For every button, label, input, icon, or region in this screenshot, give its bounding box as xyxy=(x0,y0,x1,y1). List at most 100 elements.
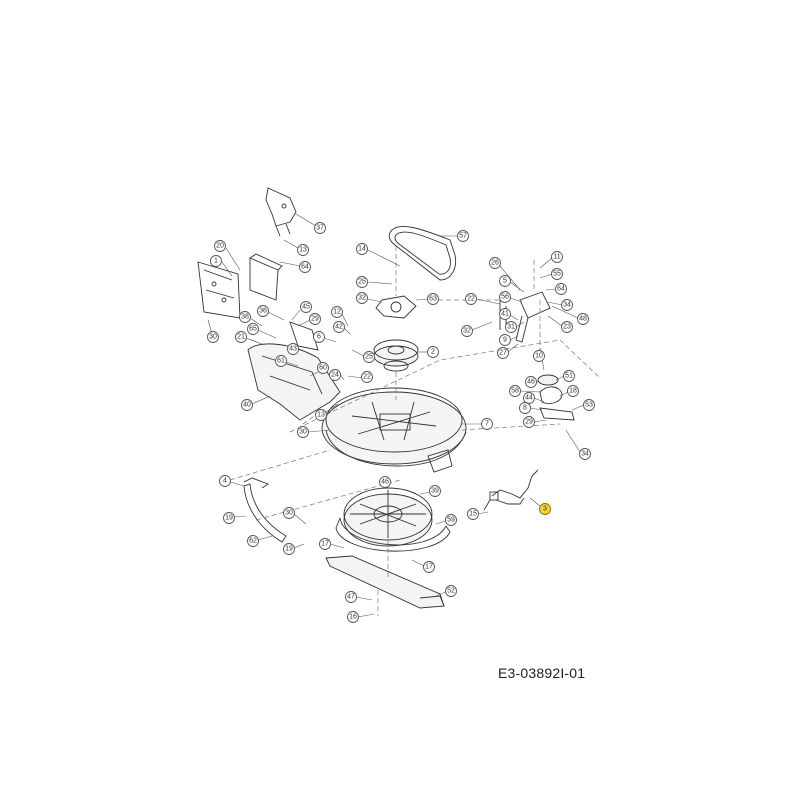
side-skid xyxy=(243,477,287,543)
callout-label-23: 23 xyxy=(563,324,571,331)
callout-label-32-right: 32 xyxy=(463,328,471,335)
callout-22-right: 22 xyxy=(465,293,501,305)
callout-label-14: 14 xyxy=(358,246,366,253)
callout-label-32-upper: 32 xyxy=(358,295,366,302)
callout-56: 56 xyxy=(499,291,523,303)
callout-label-38: 38 xyxy=(241,314,249,321)
callout-label-3: 3 xyxy=(543,506,547,513)
callout-label-39: 39 xyxy=(431,488,439,495)
callout-19-left: 19 xyxy=(223,512,247,524)
callout-26: 26 xyxy=(489,257,521,291)
callout-30-lower: 30 xyxy=(283,507,307,525)
drive-belt xyxy=(388,225,457,281)
callout-label-7: 7 xyxy=(485,421,489,428)
callout-label-5: 5 xyxy=(503,278,507,285)
callout-label-29-upper: 29 xyxy=(311,316,319,323)
callout-label-26: 26 xyxy=(491,260,499,267)
callout-34-lower: 34 xyxy=(565,429,591,460)
callout-label-34-lower: 34 xyxy=(581,451,589,458)
callout-10: 10 xyxy=(533,347,545,371)
callout-label-12: 12 xyxy=(333,309,341,316)
callout-layer: 37 13 64 57 14 25 32 63 20 1 30 36 38 65… xyxy=(207,213,595,623)
callout-label-44: 44 xyxy=(525,395,533,402)
callout-53: 53 xyxy=(571,399,595,411)
discharge-deflector xyxy=(247,321,341,421)
callout-label-17-left: 17 xyxy=(321,541,329,548)
callout-18: 18 xyxy=(559,385,579,397)
callout-label-34-upper: 34 xyxy=(563,302,571,309)
callout-label-46-lower: 46 xyxy=(381,479,389,486)
callout-label-65: 65 xyxy=(249,326,257,333)
callout-19-lower: 19 xyxy=(283,543,305,555)
callout-label-4: 4 xyxy=(223,478,227,485)
callout-16: 16 xyxy=(347,611,375,623)
callout-51: 51 xyxy=(555,370,575,382)
callout-label-57: 57 xyxy=(459,233,467,240)
part-drawings xyxy=(197,187,601,616)
callout-label-59: 59 xyxy=(447,517,455,524)
blade-housing xyxy=(335,517,451,552)
callout-57: 57 xyxy=(440,230,469,242)
callout-label-27: 27 xyxy=(499,350,507,357)
callout-8: 8 xyxy=(519,402,543,414)
callout-6: 6 xyxy=(313,331,337,343)
callout-32-upper: 32 xyxy=(356,292,383,304)
callout-45: 45 xyxy=(291,301,312,321)
callout-label-21: 21 xyxy=(237,334,245,341)
callout-29-right: 29 xyxy=(523,416,547,428)
drawing-reference-code: E3-03892I-01 xyxy=(498,665,586,681)
callout-label-29-right: 29 xyxy=(525,419,533,426)
mower-deck xyxy=(321,387,467,473)
callout-label-20: 20 xyxy=(216,243,224,250)
callout-64-left: 64 xyxy=(279,261,311,273)
callout-34-upper: 34 xyxy=(547,299,573,311)
callout-label-41: 41 xyxy=(501,311,509,318)
callout-label-64-left: 64 xyxy=(301,264,309,271)
callout-label-8: 8 xyxy=(523,405,527,412)
callout-38: 38 xyxy=(239,311,263,327)
callout-label-30-mid: 30 xyxy=(299,429,307,436)
callout-25-upper: 25 xyxy=(356,276,393,288)
callout-37: 37 xyxy=(295,213,326,234)
callout-30-mid: 30 xyxy=(297,426,331,438)
callout-46-lower: 46 xyxy=(379,476,391,488)
callout-32-right: 32 xyxy=(461,321,493,337)
callout-9: 9 xyxy=(499,334,519,346)
callout-label-53: 53 xyxy=(585,402,593,409)
callout-48: 48 xyxy=(551,305,589,325)
callout-label-24: 24 xyxy=(331,372,339,379)
callout-label-15: 15 xyxy=(469,511,477,518)
callout-1: 1 xyxy=(210,255,233,277)
callout-41: 41 xyxy=(499,308,519,321)
callout-label-60: 60 xyxy=(319,365,327,372)
callout-label-40: 40 xyxy=(243,402,251,409)
callout-label-9: 9 xyxy=(503,337,507,344)
callout-46-right: 46 xyxy=(525,376,540,388)
callout-31: 31 xyxy=(505,321,525,333)
cable-harness xyxy=(483,469,539,511)
callout-21: 21 xyxy=(235,331,263,345)
callout-label-31: 31 xyxy=(507,324,515,331)
callout-label-19-lower: 19 xyxy=(285,546,293,553)
callout-43: 43 xyxy=(287,343,299,355)
callout-label-46-right: 46 xyxy=(527,379,535,386)
callout-label-45: 45 xyxy=(302,304,310,311)
callout-12: 12 xyxy=(331,306,349,327)
callout-11: 11 xyxy=(539,251,563,269)
callout-52: 52 xyxy=(435,585,457,597)
callout-label-11: 11 xyxy=(553,254,560,261)
callout-label-13-top: 13 xyxy=(299,247,307,254)
callout-59: 59 xyxy=(435,514,457,526)
tensioner-assembly xyxy=(499,291,575,421)
callout-30-left: 30 xyxy=(207,319,219,343)
callout-29-upper: 29 xyxy=(297,313,321,327)
callout-label-64-right: 64 xyxy=(557,286,565,293)
callout-58: 58 xyxy=(509,385,541,397)
callout-65: 65 xyxy=(247,323,277,339)
callout-7: 7 xyxy=(462,418,493,430)
callout-61: 61 xyxy=(275,355,299,367)
callout-label-17-right: 17 xyxy=(425,564,433,571)
callout-24: 24 xyxy=(329,369,345,381)
cutting-blade xyxy=(325,555,445,609)
